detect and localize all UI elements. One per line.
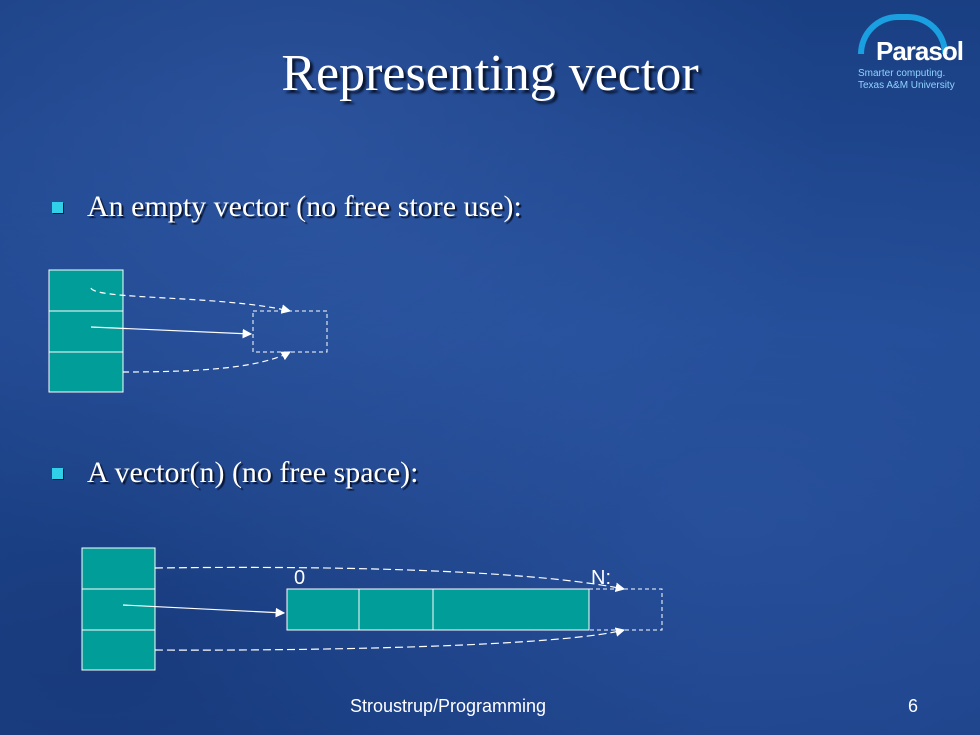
vector-n-handle (81, 547, 156, 671)
empty-size-arrow (90, 287, 292, 314)
handle-cell-size (81, 547, 156, 590)
vector-n-size-arrow (154, 566, 626, 593)
vector-n-space-arrow (154, 627, 626, 651)
logo-tagline: Smarter computing. (858, 68, 946, 79)
start-index-label: 0 (294, 567, 305, 589)
logo-institution: Texas A&M University (858, 80, 955, 91)
handle-cell-elem (81, 588, 156, 631)
bullet-square-icon (52, 201, 63, 213)
handle-cell-elem (48, 310, 124, 353)
empty-vector-handle (48, 269, 124, 393)
handle-cell-space (48, 351, 124, 393)
bullet-square-icon (52, 467, 63, 479)
slide-title: Representing vector (281, 45, 699, 102)
bullet-empty-vector: An empty vector (no free store use): (52, 190, 522, 224)
vector-n-elem-arrow (122, 604, 286, 618)
bullet-text: An empty vector (no free store use): (87, 190, 522, 223)
bullet-vector-n: A vector(n) (no free space): (52, 456, 419, 490)
footer-source: Stroustrup/Programming (349, 696, 547, 716)
handle-cell-space (81, 629, 156, 671)
end-index-label: N: (591, 567, 611, 589)
vector-n-elements (286, 588, 663, 631)
one-past-end-box (588, 588, 663, 631)
page-number: 6 (908, 696, 919, 716)
bullet-text: A vector(n) (no free space): (87, 456, 419, 489)
empty-target-box (252, 310, 328, 353)
empty-space-arrow (122, 351, 292, 373)
element-cell (358, 588, 434, 631)
logo-name: Parasol (876, 36, 964, 66)
element-cell-range (432, 588, 590, 631)
element-cell (286, 588, 360, 631)
parasol-logo: Parasol Smarter computing. Texas A&M Uni… (850, 14, 966, 94)
empty-elem-arrow (90, 326, 253, 339)
handle-cell-size (48, 269, 124, 312)
